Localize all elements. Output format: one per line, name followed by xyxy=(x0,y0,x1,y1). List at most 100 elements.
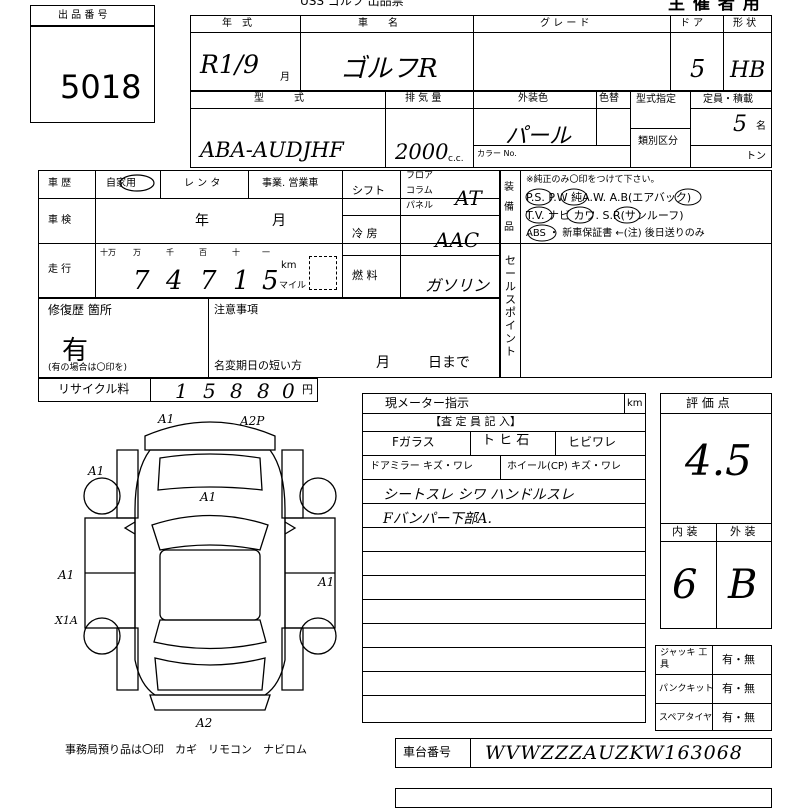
tool-spare-label: スペアタイヤ xyxy=(659,713,713,723)
capacity-unit: 名 xyxy=(756,121,766,132)
displacement-value: 2000 xyxy=(395,140,449,164)
inspector-note: シートスレ シワ ハンドルスレ xyxy=(383,487,574,503)
interior-score: 6 xyxy=(672,562,698,608)
chassis-value: WVWZZZAUZKW163068 xyxy=(485,742,743,764)
exterior-label: 外 装 xyxy=(730,525,756,538)
interior-label: 内 装 xyxy=(672,525,698,538)
glass-label: Fガラス xyxy=(392,435,435,449)
mileage-digit: 7 xyxy=(133,266,150,296)
mileage-digit: 4 xyxy=(166,266,183,296)
recycle-digit: 8 xyxy=(230,379,243,403)
crack-label: ヒビワレ xyxy=(568,435,617,449)
shape-label: 形 状 xyxy=(733,18,757,29)
exterior-score: B xyxy=(728,562,758,608)
aircon-value: AAC xyxy=(435,228,480,252)
car-name-value: ゴルフR xyxy=(340,54,438,84)
sales-point-label: セールスポイント xyxy=(505,254,516,358)
recycle-digit: 1 xyxy=(175,379,188,403)
caution-label: 注意事項 xyxy=(214,303,258,316)
repair-note: (有の場合は〇印を) xyxy=(48,363,128,373)
fuel-value: ガソリン xyxy=(425,276,490,295)
tool-jack-value: 有・無 xyxy=(722,653,755,666)
class-label: 類別区分 xyxy=(638,136,678,147)
mileage-mile-box xyxy=(309,256,337,290)
model-value: ABA-AUDJHF xyxy=(200,138,344,162)
tool-puncture-label: パンクキット xyxy=(659,684,714,694)
meter-box xyxy=(362,393,646,723)
recycle-digit: 0 xyxy=(282,379,295,403)
color-value: パール xyxy=(505,124,572,149)
wheel-label: ホイール(CP) キズ・ワレ xyxy=(507,461,621,472)
equipment-line3: ABS ・ 新車保証書 ←(注) 後日送りのみ xyxy=(526,228,705,239)
evaluation-label: 評 価 点 xyxy=(686,396,730,410)
color-label: 外装色 xyxy=(518,93,548,104)
history-table xyxy=(38,170,500,298)
type-designation-label: 型式指定 xyxy=(636,94,676,105)
displacement-label: 排 気 量 xyxy=(405,93,442,104)
history-label: 車 歴 xyxy=(48,178,72,189)
damage-mark: A2P xyxy=(240,414,265,428)
color-change-label: 色替 xyxy=(599,93,619,104)
shift-floor: フロア xyxy=(406,171,434,181)
shift-panel: パネル xyxy=(406,201,434,211)
recycle-unit: 円 xyxy=(302,383,313,396)
mileage-digit: 5 xyxy=(262,266,279,296)
glass-options: ト ヒ 石 xyxy=(482,433,530,448)
chassis-box xyxy=(395,738,772,768)
model-label: 型 式 xyxy=(254,93,304,104)
office-items: 事務局預り品は〇印 カギ リモコン ナビロム xyxy=(65,743,307,756)
recycle-label: リサイクル料 xyxy=(58,382,130,396)
tool-puncture-value: 有・無 xyxy=(722,682,755,695)
repair-value: 有 xyxy=(62,336,89,366)
equipment-label: 装 備 品 xyxy=(504,182,514,233)
damage-mark: A1 xyxy=(318,575,335,589)
lot-number-value: 5018 xyxy=(60,68,142,106)
shape-value: HB xyxy=(730,58,766,83)
tool-jack-label: ジャッキ 工 具 xyxy=(660,648,708,670)
name-change-month: 月 xyxy=(376,355,390,371)
equipment-line1: P.S. P.W 純A.W. A.B(エアバック) xyxy=(526,191,692,204)
recycle-box xyxy=(38,378,318,402)
lot-number-box xyxy=(30,5,155,123)
cc-unit: c.c. xyxy=(448,154,464,164)
door-label: ド ア xyxy=(680,18,704,29)
capacity-value: 5 xyxy=(733,112,747,137)
inspector-note: Fバンパー下部A. xyxy=(383,511,492,527)
mileage-mile-unit: マイル xyxy=(279,281,307,291)
capacity-label: 定員・積載 xyxy=(703,94,753,105)
damage-mark: A2 xyxy=(196,716,213,730)
tools-box xyxy=(655,645,772,731)
mileage-km-unit: km xyxy=(281,260,297,271)
lot-number-label: 出 品 番 号 xyxy=(58,10,108,21)
mileage-digit: 7 xyxy=(200,266,217,296)
bottom-box xyxy=(395,788,772,808)
recycle-digit: 8 xyxy=(257,379,270,403)
shift-label: シフト xyxy=(352,184,385,197)
name-change-label: 名変期日の短い方 xyxy=(214,359,302,372)
car-damage-diagram xyxy=(83,421,337,711)
repair-caution-table xyxy=(38,298,500,378)
fuel-label: 燃 料 xyxy=(352,269,378,282)
evaluation-score: 4.5 xyxy=(685,436,752,485)
car-name-label: 車 名 xyxy=(358,18,398,29)
name-change-day: 日まで xyxy=(428,355,470,371)
form-title: USS ゴルフ 出品票 xyxy=(300,0,404,8)
chassis-label: 車台番号 xyxy=(403,745,452,759)
damage-mark: A1 xyxy=(200,490,217,504)
shift-value: AT xyxy=(455,186,482,210)
mileage-label: 走 行 xyxy=(48,264,72,275)
organizer-label: 主 催 者 用 xyxy=(668,0,761,14)
equipment-note: ※純正のみ〇印をつけて下さい。 xyxy=(526,175,660,185)
recycle-digit: 5 xyxy=(203,379,216,403)
repair-label: 修復歴 箇所 xyxy=(48,303,112,317)
damage-mark: X1A xyxy=(55,614,78,627)
damage-mark: A1 xyxy=(88,464,105,478)
equipment-line2: T.V. ナビ カワ. S.R(サンルーフ) xyxy=(526,209,684,222)
tool-spare-value: 有・無 xyxy=(722,711,755,724)
inspection-year-unit: 年 xyxy=(195,213,209,229)
year-label: 年 式 xyxy=(222,18,252,29)
meter-label: 現メーター指示 xyxy=(385,396,470,410)
year-value: R1/9 xyxy=(200,50,260,79)
mirror-label: ドアミラー キズ・ワレ xyxy=(370,461,473,472)
aircon-label: 冷 房 xyxy=(352,227,378,240)
